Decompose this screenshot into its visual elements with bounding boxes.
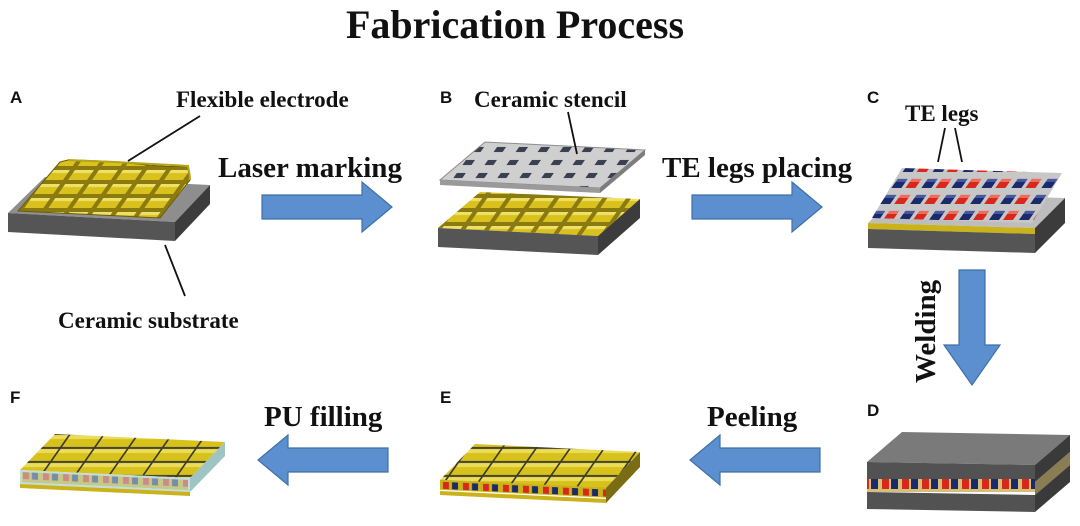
step-peeling-label: Peeling [707, 401, 798, 433]
arrow-pu-filling [257, 433, 389, 487]
panel-label-e: E [440, 388, 451, 407]
electrode-pads-top [438, 192, 640, 236]
top-substrate-top [867, 432, 1070, 465]
step-pu-filling-label: PU filling [264, 401, 383, 433]
ceramic-substrate-label: Ceramic substrate [58, 308, 239, 333]
panel-label-f: F [10, 388, 20, 407]
bottom-substrate-front [867, 492, 1035, 512]
flexible-electrode-label: Flexible electrode [176, 87, 349, 112]
ceramic-stencil-leader [567, 111, 578, 155]
ceramic-stencil-label: Ceramic stencil [474, 87, 627, 112]
ceramic-substrate-side [175, 185, 210, 241]
stencil-edge-side [600, 150, 645, 193]
flexible-electrode-sheet [16, 159, 191, 219]
substrate-side-b [598, 199, 640, 255]
panel-label-c: C [867, 88, 879, 107]
te-legs-leader-right [954, 127, 963, 163]
te-legs-label: TE legs [905, 101, 979, 126]
arrow-te-legs-placing [691, 180, 823, 234]
panel-label-b: B [440, 88, 452, 107]
panel-b-illustration [438, 141, 647, 255]
arrow-peeling [689, 433, 821, 487]
substrate-front-b [438, 228, 598, 255]
step-welding-label: Welding [910, 279, 942, 383]
panel-label-d: D [867, 401, 879, 420]
ceramic-stencil-plate [438, 141, 647, 189]
te-legs-in-pu [22, 472, 188, 490]
bottom-substrate-side [1035, 465, 1070, 512]
top-substrate-front [867, 462, 1035, 482]
stencil-edge-front [440, 180, 600, 193]
te-legs-array [872, 168, 1062, 223]
arrow-laser-marking [261, 180, 393, 234]
panel-d-illustration [867, 432, 1070, 512]
panel-a-illustration [8, 159, 210, 241]
te-legs-sandwiched [867, 479, 1035, 492]
side-e [606, 452, 640, 503]
step-laser-marking-label: Laser marking [218, 152, 402, 184]
substrate-side-c [1035, 198, 1065, 253]
legs-side-d [1035, 452, 1070, 495]
top-substrate-side [1035, 435, 1070, 482]
electrode-curl-edge [67, 159, 191, 181]
pu-filled-side [190, 442, 225, 492]
step-te-legs-placing-label: TE legs placing [662, 152, 853, 184]
electrode-tiles-f [20, 434, 225, 478]
substrate-front-c [868, 229, 1035, 253]
electrode-tiles-e [440, 444, 640, 488]
figure-title: Fabrication Process [346, 2, 684, 47]
panel-c-illustration [868, 168, 1065, 253]
electrode-layer-c [868, 223, 1035, 234]
flexible-electrode-leader [127, 115, 201, 162]
bottom-electrode-e [440, 491, 606, 503]
panel-f-illustration [20, 434, 225, 496]
arrow-welding [942, 269, 1002, 387]
te-legs-exposed [440, 479, 606, 498]
panel-label-a: A [10, 88, 22, 107]
bottom-electrode-f [20, 484, 190, 496]
te-legs-leader-left [937, 127, 946, 163]
ceramic-substrate-leader [164, 244, 186, 297]
panel-e-illustration [440, 444, 640, 503]
ceramic-substrate-front [8, 213, 175, 241]
